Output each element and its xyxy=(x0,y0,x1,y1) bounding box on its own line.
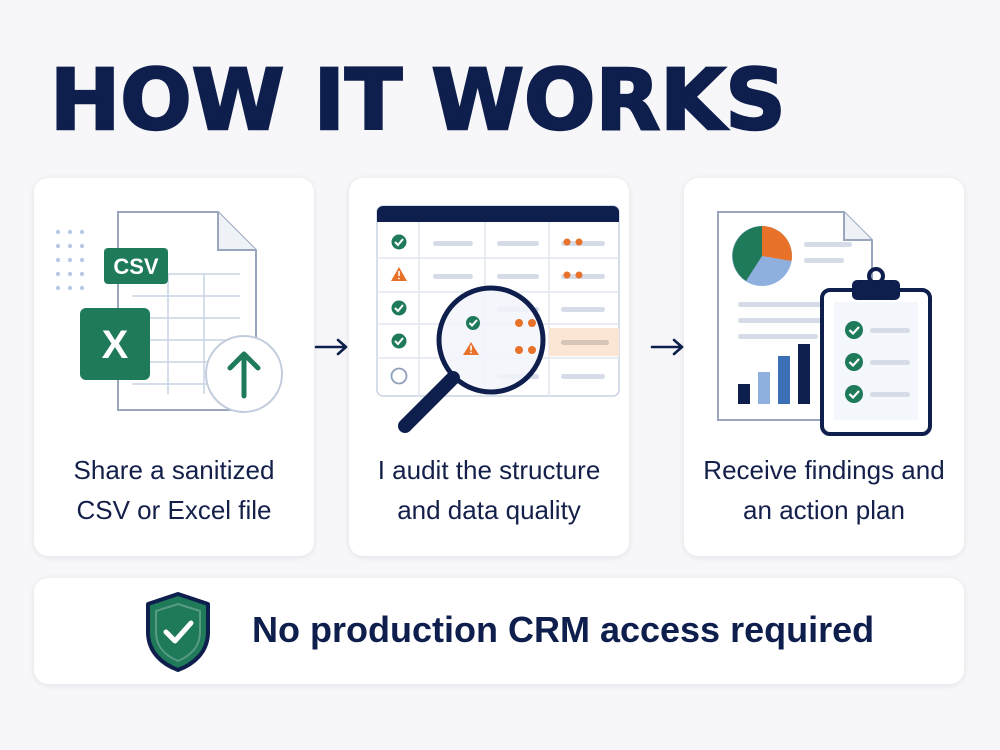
step-card-audit: I audit the structure and data quality xyxy=(349,178,629,556)
step-caption: I audit the structure and data quality xyxy=(349,450,629,530)
step-caption: Share a sanitized CSV or Excel file xyxy=(34,450,314,530)
excel-icon: X xyxy=(102,323,129,367)
shield-check-icon xyxy=(146,592,210,672)
page-title: HOW IT WORKS xyxy=(49,51,787,149)
caption-line: CSV or Excel file xyxy=(76,495,272,525)
csv-badge: CSV xyxy=(113,254,159,279)
banner-text: No production CRM access required xyxy=(252,609,875,650)
report-clipboard-icon xyxy=(717,211,932,436)
caption-line: Receive findings and xyxy=(703,455,945,485)
caption-line: and data quality xyxy=(397,495,581,525)
step-card-share: CSV X Share a sanitized CSV or Excel fil… xyxy=(34,178,314,556)
step-card-findings: Receive findings and an action plan xyxy=(684,178,964,556)
arrow-right-icon xyxy=(650,338,684,356)
caption-line: Share a sanitized xyxy=(73,455,275,485)
caption-line: an action plan xyxy=(743,495,905,525)
spreadsheet-upload-icon: CSV X xyxy=(55,211,283,413)
step-caption: Receive findings and an action plan xyxy=(684,450,964,530)
magnifier-audit-icon xyxy=(376,205,620,433)
arrow-right-icon xyxy=(314,338,348,356)
caption-line: I audit the structure xyxy=(377,455,601,485)
no-access-banner: No production CRM access required xyxy=(34,578,964,684)
